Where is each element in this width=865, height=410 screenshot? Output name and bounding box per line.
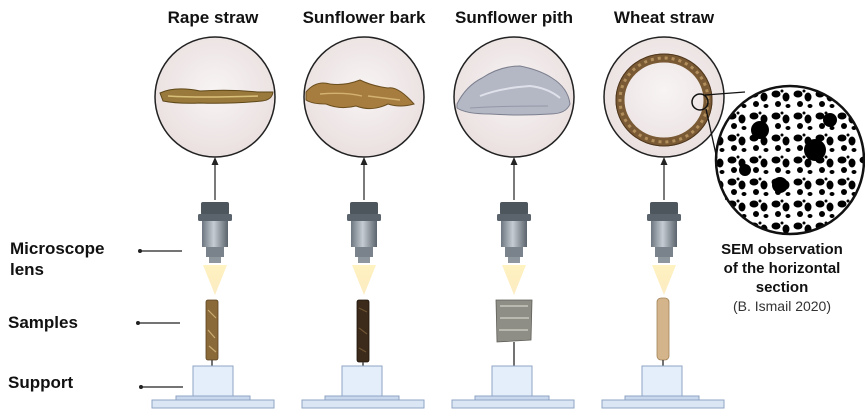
support-wheat-straw [602, 366, 724, 408]
light-beam-sunflower-bark [352, 265, 376, 295]
support-sunflower-bark [302, 366, 424, 408]
sample-rape-straw [206, 300, 218, 360]
light-beam-rape-straw [203, 265, 227, 295]
column-rape-straw [152, 37, 275, 408]
support-sunflower-pith [452, 366, 574, 408]
microscope-lens-sunflower-pith [497, 202, 531, 263]
sample-wheat-straw [657, 298, 669, 360]
microscope-lens-wheat-straw [647, 202, 681, 263]
microscope-lens-sunflower-bark [347, 202, 381, 263]
label-pointers [136, 249, 183, 389]
sem-image [710, 80, 865, 240]
light-beam-wheat-straw [652, 265, 676, 295]
column-wheat-straw [602, 37, 724, 408]
column-sunflower-bark [302, 37, 424, 408]
microscope-lens-rape-straw [198, 202, 232, 263]
column-sunflower-pith [452, 37, 574, 408]
light-beam-sunflower-pith [502, 265, 526, 295]
